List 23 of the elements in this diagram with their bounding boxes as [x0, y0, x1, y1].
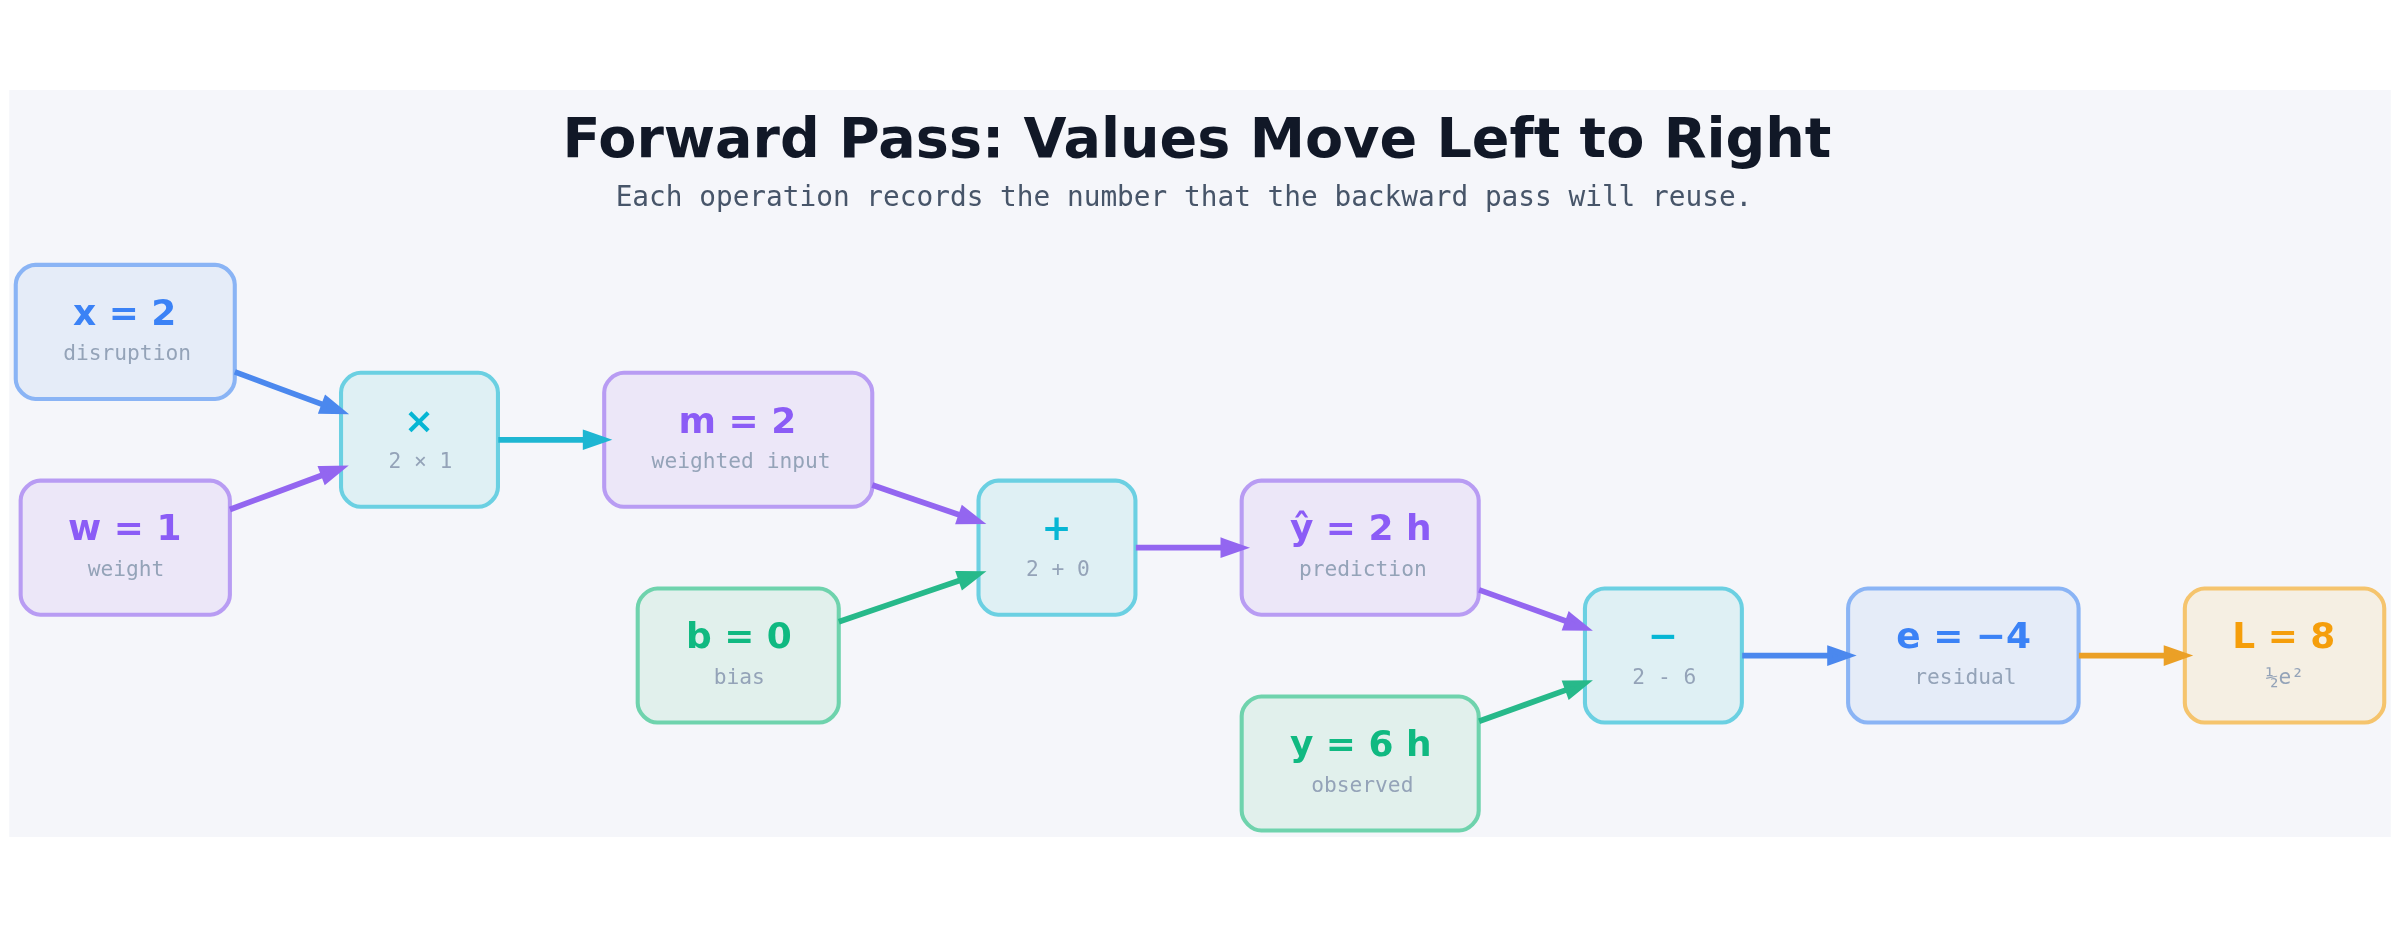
node-box: y = 6 h observed — [1239, 693, 1481, 832]
caption: Each operation records the number that the backward pass will reuse. — [615, 179, 1753, 213]
arrow — [233, 368, 350, 414]
arrow — [1135, 536, 1250, 558]
node-box: m = 2 weighted input — [602, 370, 875, 509]
arrow — [1742, 644, 1857, 666]
node-box: e = −4 residual — [1846, 586, 2081, 725]
arrow — [1478, 586, 1593, 631]
node-box: − 2 - 6 — [1582, 586, 1744, 725]
node-box: L = 8 ½e² — [2182, 586, 2387, 725]
node-box: w = 1 weight — [18, 478, 232, 617]
node-box: ŷ = 2 h prediction — [1239, 478, 1481, 617]
arrow — [837, 570, 987, 624]
arrow — [871, 481, 987, 524]
node-box: + 2 + 0 — [976, 478, 1138, 617]
node-box: b = 0 bias — [635, 586, 841, 725]
node-box: x = 2 disruption — [13, 262, 237, 401]
arrow — [228, 464, 349, 512]
arrow — [2078, 644, 2194, 666]
node-box: × 2 × 1 — [339, 370, 500, 509]
diagram-title: Forward Pass: Values Move Left to Right — [562, 104, 1832, 170]
arrow — [1478, 679, 1593, 724]
arrow — [498, 428, 613, 450]
